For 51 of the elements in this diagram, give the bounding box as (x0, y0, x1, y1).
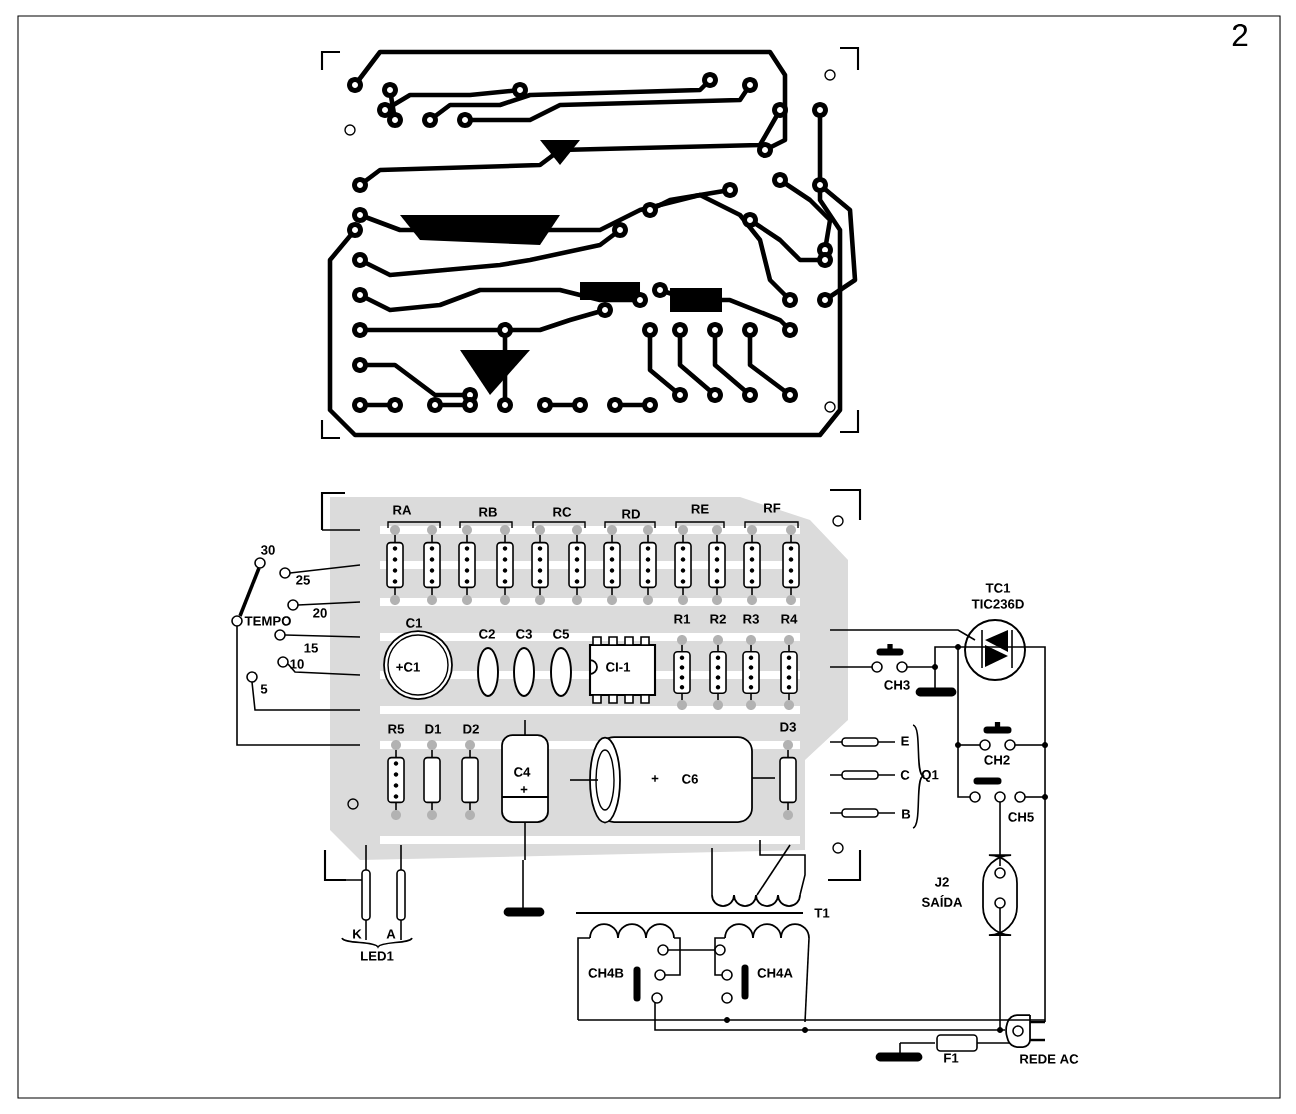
part-label: 30 (261, 545, 275, 555)
part-label: D1 (425, 724, 442, 734)
part-label: TEMPO (244, 616, 291, 626)
part-label: R1 (674, 614, 691, 624)
part-label: RB (479, 507, 497, 517)
part-label: C2 (479, 629, 495, 639)
part-label: F1 (944, 1053, 959, 1063)
part-label: A (386, 929, 396, 939)
part-label: D2 (463, 724, 479, 734)
part-label: R4 (781, 614, 798, 624)
part-label: J2 (934, 877, 949, 887)
part-label: RD (622, 509, 640, 519)
part-label: + (520, 786, 528, 793)
part-label: RF (764, 503, 781, 513)
part-label: E (901, 736, 909, 746)
part-label: R3 (743, 614, 759, 624)
part-label: T1 (814, 908, 830, 918)
part-label: R5 (388, 724, 405, 734)
part-label: 15 (304, 643, 318, 653)
part-label: + (651, 775, 659, 782)
part-label: C (900, 770, 910, 780)
part-label: C3 (516, 629, 532, 639)
part-label: RC (553, 507, 572, 517)
part-label: 10 (290, 659, 304, 669)
figure-number: 2 (1232, 23, 1248, 47)
part-label: D3 (780, 722, 796, 732)
part-label: C6 (682, 774, 698, 784)
part-label: 20 (313, 608, 327, 618)
part-label: LED1 (361, 951, 394, 961)
part-label: B (902, 809, 911, 819)
part-label: CI-1 (606, 662, 631, 672)
part-label: 5 (260, 684, 268, 694)
part-label: 25 (296, 575, 310, 585)
part-label: C5 (553, 629, 570, 639)
part-label: RE (691, 504, 709, 514)
part-label: TIC236D (971, 599, 1024, 609)
part-label: RA (393, 505, 412, 515)
part-label: CH3 (884, 680, 910, 690)
part-label: C4 (514, 767, 531, 777)
part-label: C1 (406, 618, 423, 628)
part-label: CH4A (757, 968, 793, 978)
part-label: CH2 (984, 755, 1010, 765)
part-label: CH5 (1008, 812, 1034, 822)
part-label: SAÍDA (921, 895, 963, 907)
part-label: R2 (710, 614, 726, 624)
part-label: Q1 (921, 770, 939, 782)
part-label: TC1 (985, 583, 1011, 593)
part-label: CH4B (588, 968, 624, 978)
part-label: REDE AC (1020, 1054, 1079, 1064)
part-label: K (353, 929, 362, 939)
part-label: +C1 (396, 662, 420, 672)
